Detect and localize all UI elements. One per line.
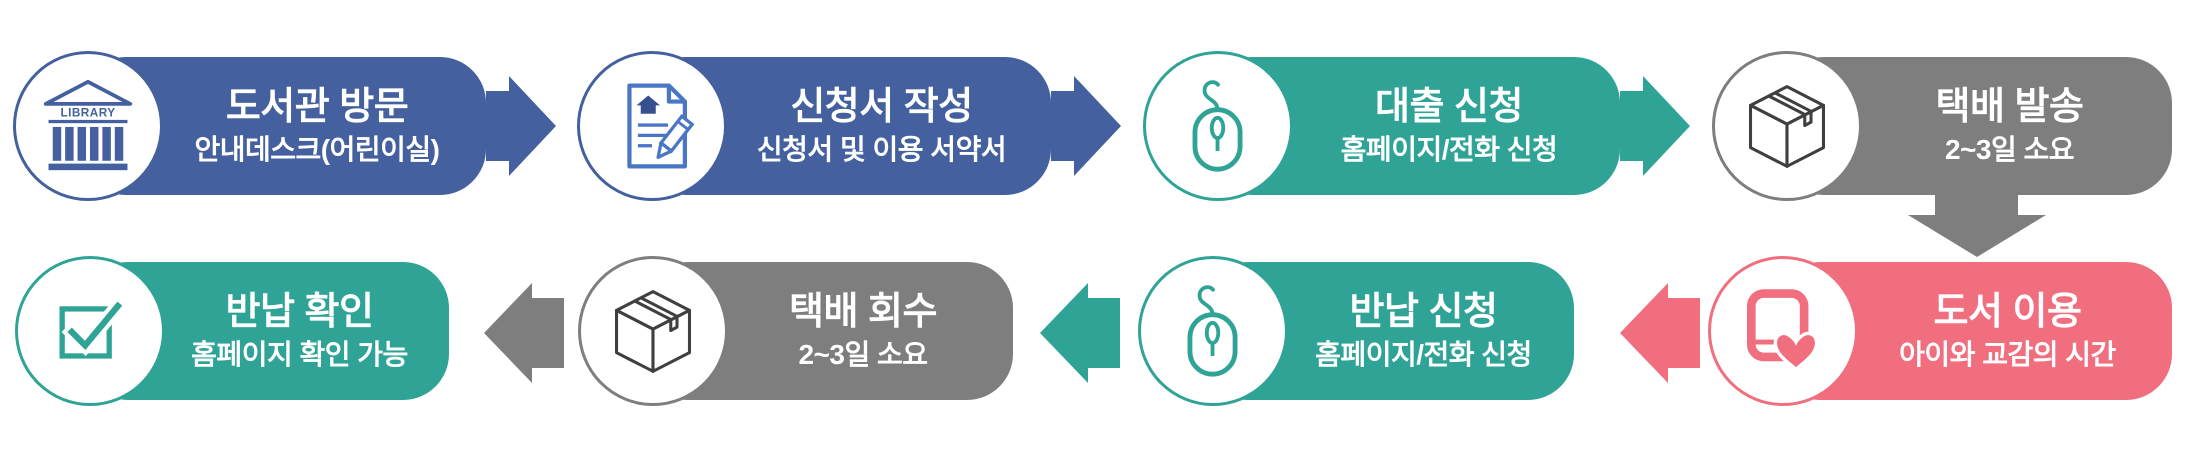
- flow-arrow-right-2: [1051, 74, 1123, 178]
- step-title: 도서관 방문: [225, 85, 409, 128]
- step-pill: [642, 262, 1013, 400]
- checkbox-check-icon: [15, 256, 165, 406]
- step-subtitle: 홈페이지 확인 가능: [191, 338, 408, 370]
- step-title: 신청서 작성: [790, 85, 973, 128]
- flow-arrow-down: [1908, 186, 2046, 257]
- flow-arrow-left-2: [1036, 281, 1120, 385]
- parcel-box-icon: [1712, 51, 1862, 201]
- step-title: 택배 회수: [789, 290, 937, 333]
- computer-mouse-icon: [1143, 51, 1293, 201]
- step-title: 반납 확인: [225, 290, 374, 333]
- step-subtitle: 아이와 교감의 시간: [1899, 338, 2116, 370]
- step-subtitle: 2~3일 소요: [1944, 133, 2075, 165]
- step-subtitle: 2~3일 소요: [798, 338, 928, 370]
- flow-arrow-left-1: [1616, 281, 1700, 385]
- application-form-pencil-icon: [577, 51, 727, 201]
- step-title: 택배 발송: [1935, 85, 2084, 128]
- step-pill: [1778, 57, 2172, 195]
- book-heart-icon: [1708, 256, 1858, 406]
- step-subtitle: 홈페이지/전화 신청: [1315, 338, 1532, 370]
- step-subtitle: 신청서 및 이용 서약서: [756, 133, 1007, 165]
- step-pill: [640, 57, 1051, 195]
- step-pill: [1206, 57, 1620, 195]
- parcel-box-icon: [578, 256, 728, 406]
- flow-arrow-right-1: [486, 74, 558, 178]
- step-subtitle: 홈페이지/전화 신청: [1340, 133, 1558, 165]
- step-pill: [1774, 262, 2172, 400]
- flow-arrow-right-3: [1620, 74, 1692, 178]
- flow-arrow-left-3: [480, 281, 564, 385]
- step-pill: [1202, 262, 1574, 400]
- step-pill: [80, 57, 486, 195]
- library-building-icon: LIBRARY: [13, 51, 163, 201]
- step-pill: [82, 262, 449, 400]
- library-icon-label: LIBRARY: [60, 107, 115, 120]
- step-subtitle: 안내데스크(어린이실): [194, 133, 441, 165]
- step-title: 반납 신청: [1349, 290, 1498, 333]
- computer-mouse-icon: [1138, 256, 1288, 406]
- step-title: 대출 신청: [1375, 85, 1523, 128]
- step-title: 도서 이용: [1933, 290, 2082, 333]
